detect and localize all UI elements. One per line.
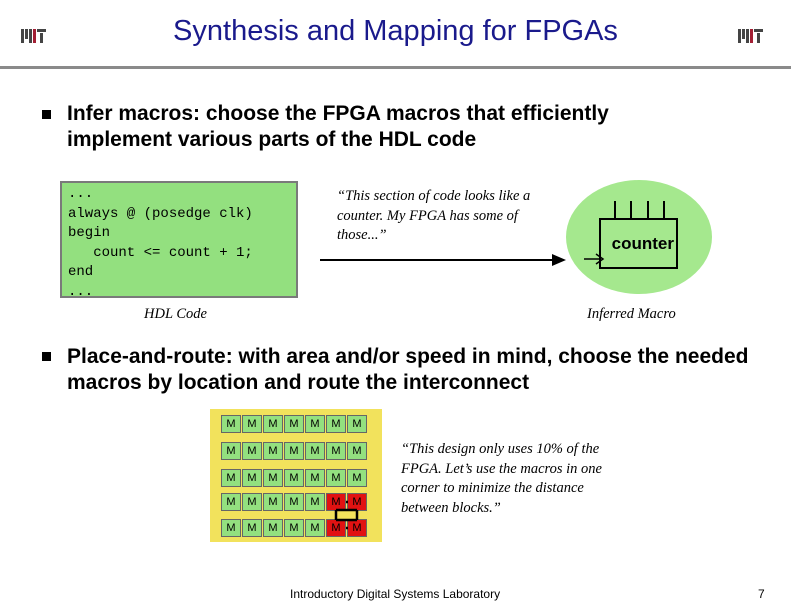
macro-cell: M (305, 442, 325, 460)
mit-logo-left (21, 29, 46, 43)
macro-cell: M (305, 415, 325, 433)
counter-output-pin (663, 201, 665, 219)
macro-cell: M (263, 415, 283, 433)
slide-title: Synthesis and Mapping for FPGAs (173, 15, 618, 47)
macro-cell: M (347, 415, 367, 433)
macro-cell: M (242, 519, 262, 537)
page-number: 7 (758, 587, 765, 601)
counter-label: counter (611, 234, 674, 253)
interconnect-wires (334, 500, 359, 530)
counter-output-pin (647, 201, 649, 219)
footer-lab-name: Introductory Digital Systems Laboratory (290, 587, 501, 601)
macro-cell: M (263, 442, 283, 460)
macro-cell: M (284, 493, 304, 511)
macro-cell: M (242, 442, 262, 460)
macro-cell: M (284, 415, 304, 433)
macro-cell: M (347, 442, 367, 460)
macro-cell: M (221, 469, 241, 487)
macro-cell: M (284, 469, 304, 487)
macro-cell: M (221, 415, 241, 433)
macro-cell: M (221, 493, 241, 511)
macro-cell: M (305, 493, 325, 511)
macro-cell: M (242, 415, 262, 433)
macro-cell: M (263, 469, 283, 487)
counter-quote: “This section of code looks like a count… (337, 188, 531, 243)
macro-cell: M (263, 519, 283, 537)
macro-cell: M (242, 493, 262, 511)
counter-macro-box: counter (599, 218, 678, 269)
macro-cell: M (347, 469, 367, 487)
macro-cell: M (326, 442, 346, 460)
macro-cell: M (284, 442, 304, 460)
counter-output-pin (614, 201, 616, 219)
arrow-right-icon (320, 254, 566, 266)
counter-output-pin (630, 201, 632, 219)
hdl-code-box: ... always @ (posedge clk) begin count <… (60, 181, 298, 300)
hdl-code-caption: HDL Code (144, 306, 207, 322)
macro-cell: M (221, 519, 241, 537)
hdl-code: ... always @ (posedge clk) begin count <… (68, 186, 253, 300)
bullet-place-and-route: Place-and-route: with area and/or speed … (67, 345, 749, 394)
macro-cell: M (242, 469, 262, 487)
square-bullet-icon (42, 110, 51, 119)
square-bullet-icon (42, 352, 51, 361)
bullet-infer-macros: Infer macros: choose the FPGA macros tha… (67, 102, 609, 151)
macro-cell: M (305, 469, 325, 487)
mit-logo-right (738, 29, 763, 43)
macro-cell-used: M (326, 519, 346, 537)
corner-placement-quote: “This design only uses 10% of the FPGA. … (401, 441, 602, 516)
macro-cell: M (305, 519, 325, 537)
macro-cell: M (326, 415, 346, 433)
inferred-macro-caption: Inferred Macro (587, 306, 676, 322)
macro-cell: M (221, 442, 241, 460)
macro-cell: M (263, 493, 283, 511)
macro-cell: M (284, 519, 304, 537)
title-divider (0, 66, 791, 69)
clock-input-arrow-icon (584, 253, 605, 265)
macro-cell: M (326, 469, 346, 487)
